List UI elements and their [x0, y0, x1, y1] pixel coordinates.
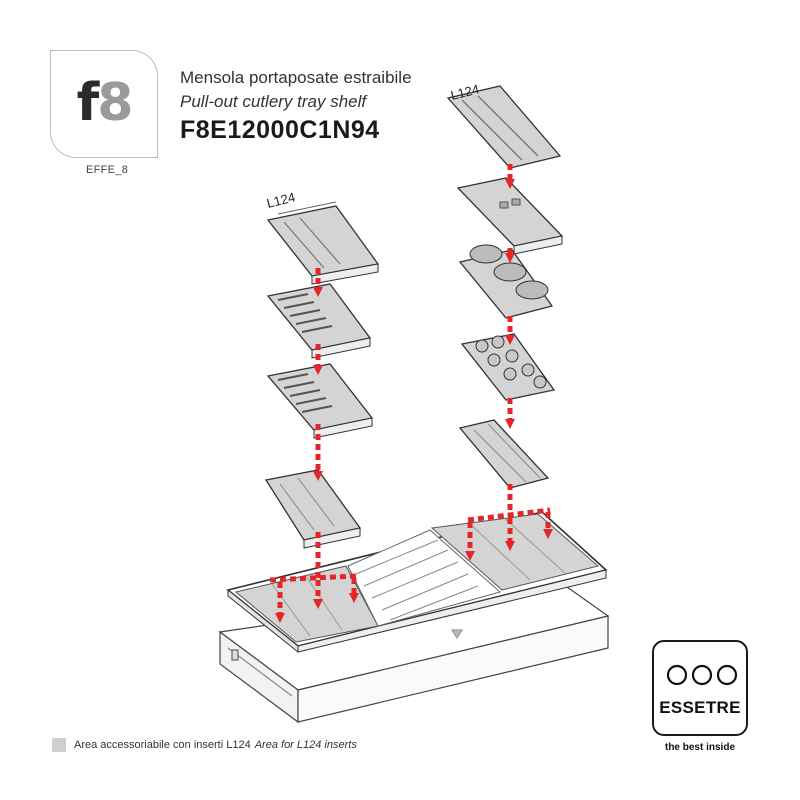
assembly-arrows	[269, 164, 553, 623]
product-code: F8E12000C1N94	[180, 116, 380, 144]
essetre-logo: ESSETRE	[652, 640, 748, 736]
title-italian: Mensola portaposate estraibile	[180, 68, 412, 87]
insert-label-left: L124	[265, 189, 297, 211]
left-insert-knife-2	[266, 363, 374, 439]
right-insert-tray	[458, 419, 550, 489]
right-insert-spice-jars	[460, 333, 556, 401]
drawer-base	[218, 581, 610, 724]
left-insert-top	[266, 201, 380, 285]
brand-tagline: the best inside	[664, 742, 735, 753]
legend-text-italian: Area accessoriabile con inserti L124	[74, 739, 251, 751]
arrow-left-bar	[269, 573, 357, 583]
f8-logo-digit: 8	[97, 73, 133, 133]
legend: Area accessoriabile con inserti L124 Are…	[52, 738, 357, 752]
f8-logo-letter: f	[76, 73, 100, 133]
arrow-right-bar	[467, 507, 551, 523]
insert-label-right: L124	[449, 81, 481, 103]
f8-logo-mark: f8	[51, 75, 157, 131]
essetre-rings-icon	[666, 664, 738, 686]
right-insert-spice-round	[458, 244, 554, 319]
left-insert-tray	[264, 469, 362, 549]
right-insert-flat-lid	[456, 177, 564, 255]
right-insert-top	[446, 85, 562, 169]
legend-swatch	[52, 738, 66, 752]
left-insert-knife-1	[266, 283, 372, 359]
f8-logo: f8	[50, 50, 158, 158]
brand-name: ESSETRE	[659, 698, 741, 717]
title-english: Pull-out cutlery tray shelf	[180, 92, 367, 111]
logo-caption: EFFE_8	[86, 164, 129, 176]
legend-text-english: Area for L124 inserts	[254, 739, 357, 751]
